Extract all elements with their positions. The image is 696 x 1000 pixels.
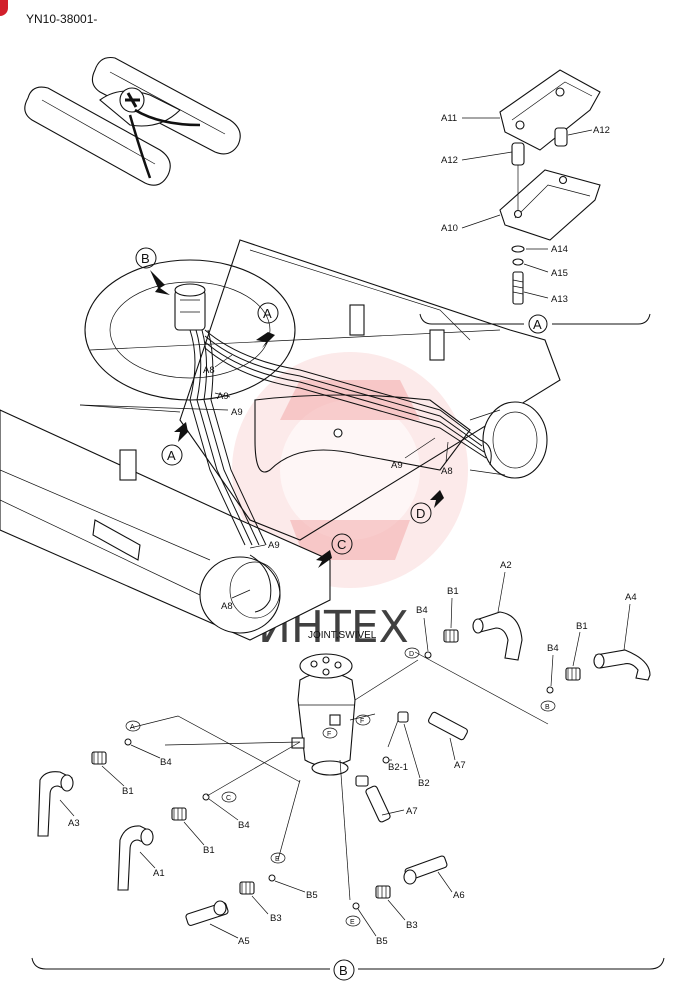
hose-a2 (472, 611, 523, 661)
label-a8-left: A8 (221, 601, 233, 612)
document-code: YN10-38001- (26, 12, 98, 26)
part-a10: A10 (441, 223, 458, 234)
hose-a4 (593, 649, 651, 681)
port-tag-b: B (545, 704, 550, 711)
part-b4-right: B4 (547, 643, 559, 654)
fitting-a7-upper (428, 711, 468, 741)
swivel-joint-title: JOINT,SWIVEL (308, 630, 377, 641)
fitting-b1-left (91, 751, 107, 765)
main-view: B A A C D A8 A9 A9 A9 A8 A9 A8 (0, 239, 561, 641)
port-tag-e-right: E (350, 919, 355, 926)
part-b3-right: B3 (406, 920, 418, 931)
part-a7-lower: A7 (406, 806, 418, 817)
part-b5-left: B5 (306, 890, 318, 901)
fitting-b2 (355, 711, 409, 787)
detail-b: JOINT,SWIVEL (31, 560, 665, 981)
label-a9-left: A9 (268, 540, 280, 551)
part-b2-1: B2-1 (388, 762, 408, 773)
fitting-b3-right (375, 885, 391, 899)
part-a3: A3 (68, 818, 80, 829)
detail-a-key: A (533, 317, 542, 332)
corner-tab (0, 0, 8, 16)
fitting-b1-top (443, 629, 459, 643)
part-a7-upper: A7 (454, 760, 466, 771)
label-a9-right: A9 (391, 460, 403, 471)
part-a11: A11 (441, 113, 457, 124)
label-a8-right: A8 (441, 466, 453, 477)
part-b1-right: B1 (576, 621, 588, 632)
port-tag-c: C (226, 795, 231, 802)
part-a6: A6 (453, 890, 465, 901)
part-b5-right: B5 (376, 936, 388, 947)
detail-b-key: B (339, 963, 348, 978)
part-b3-left: B3 (270, 913, 282, 924)
callout-a-lower: A (167, 448, 176, 463)
hose-a3 (37, 771, 74, 837)
port-tag-f-right: F (360, 718, 364, 725)
part-a13: A13 (551, 294, 568, 305)
detail-a: A11 A12 A12 A10 A14 A15 A13 A (419, 69, 651, 334)
part-b4-top: B4 (416, 605, 428, 616)
label-a9-top: A9 (217, 391, 229, 402)
fitting-b1-right (565, 667, 581, 681)
port-tag-a: A (130, 724, 135, 731)
part-b4-lower: B4 (238, 820, 250, 831)
fitting-a7-lower (365, 785, 391, 823)
part-b4-left: B4 (160, 757, 172, 768)
callout-a-upper: A (263, 306, 272, 321)
part-a14: A14 (551, 244, 568, 255)
part-a5: A5 (238, 936, 250, 947)
part-b2: B2 (418, 778, 430, 789)
fitting-a5 (185, 900, 229, 926)
watermark: ИНТЕХ (232, 352, 468, 653)
port-tag-e-left: E (275, 856, 280, 863)
fitting-b1-lower (171, 807, 187, 821)
label-a8-top: A8 (203, 365, 215, 376)
part-a1: A1 (153, 868, 165, 879)
part-a12-left: A12 (441, 155, 458, 166)
hose-a1 (117, 825, 154, 891)
callout-b: B (141, 251, 150, 266)
part-a2: A2 (500, 560, 512, 571)
part-a12-right: A12 (593, 125, 610, 136)
label-a9-mid: A9 (231, 407, 243, 418)
undercarriage-thumbnail (24, 56, 241, 186)
callout-c: C (337, 537, 346, 552)
part-a15: A15 (551, 268, 568, 279)
callout-d: D (416, 506, 425, 521)
port-tag-f-body: F (327, 731, 331, 738)
part-a4: A4 (625, 592, 637, 603)
part-b1-left: B1 (122, 786, 134, 797)
fitting-a6 (403, 855, 448, 885)
part-b1-top: B1 (447, 586, 459, 597)
fitting-b3-left (239, 881, 255, 895)
part-b1-lower: B1 (203, 845, 215, 856)
port-tag-d: D (409, 651, 414, 658)
